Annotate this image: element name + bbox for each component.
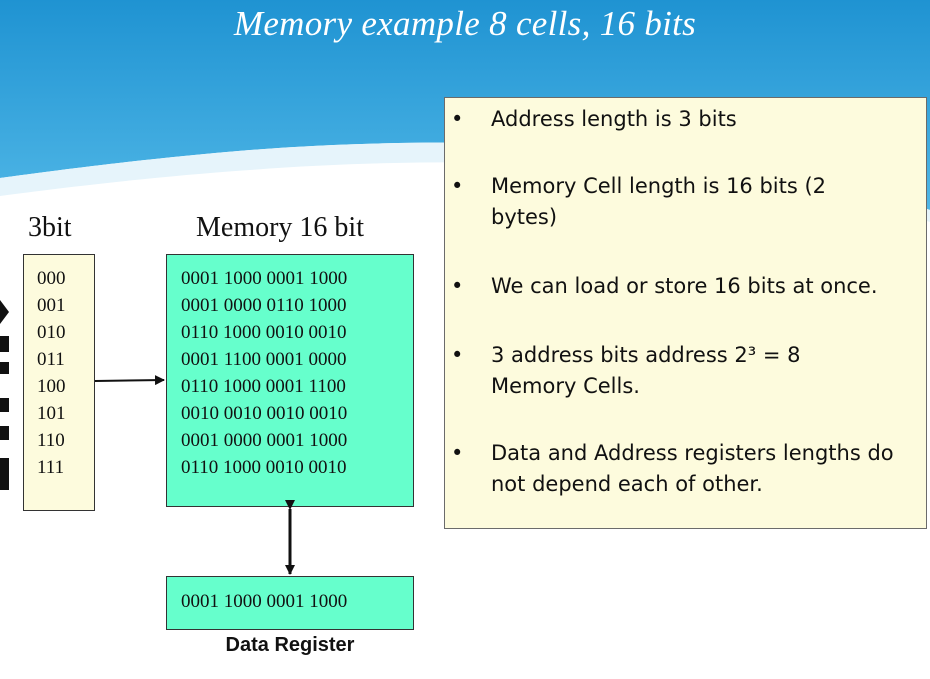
address-value: 100: [37, 376, 66, 397]
address-value: 110: [37, 430, 65, 451]
address-value: 111: [37, 457, 65, 478]
bullet-marker: •: [451, 107, 464, 131]
bullet-text: Data and Address registers lengths do no…: [491, 441, 894, 496]
address-value: 010: [37, 322, 66, 343]
bullet-marker: •: [451, 274, 464, 298]
bullet-marker: •: [451, 174, 464, 198]
address-value: 101: [37, 403, 66, 424]
bullet-text: 3 address bits address 2³ = 8 Memory Cel…: [491, 343, 801, 398]
data-register-box: 0001 1000 0001 1000: [166, 576, 414, 630]
bullet-text: We can load or store 16 bits at once.: [491, 274, 878, 298]
address-value: 001: [37, 295, 66, 316]
address-value: 011: [37, 349, 65, 370]
memory-cell: 0110 1000 0010 0010: [181, 322, 347, 343]
bullet-text: Address length is 3 bits: [491, 107, 737, 131]
memory-cells-box: 0001 1000 0001 1000 0001 0000 0110 1000 …: [166, 254, 414, 507]
cropped-left-glyph: [0, 300, 9, 490]
memory-header: Memory 16 bit: [196, 212, 364, 243]
bullet-marker: •: [451, 441, 464, 465]
data-register-value: 0001 1000 0001 1000: [181, 591, 348, 612]
address-register-box: 000 001 010 011 100 101 110 111: [23, 254, 95, 511]
memory-cell: 0001 1000 0001 1000: [181, 268, 348, 289]
memory-cell: 0001 1100 0001 0000: [181, 349, 347, 370]
address-value: 000: [37, 268, 66, 289]
bullet-marker: •: [451, 343, 464, 367]
memory-cell: 0010 0010 0010 0010: [181, 403, 348, 424]
memory-cell: 0001 0000 0110 1000: [181, 295, 347, 316]
slide-title: Memory example 8 cells, 16 bits: [233, 4, 697, 43]
bullet-list-panel: • Address length is 3 bits • Memory Cell…: [444, 97, 927, 529]
memory-cell: 0110 1000 0010 0010: [181, 457, 347, 478]
data-register-label: Data Register: [225, 634, 355, 656]
memory-cell: 0110 1000 0001 1100: [181, 376, 346, 397]
address-to-memory-arrow: [94, 375, 165, 386]
address-header: 3bit: [28, 212, 72, 243]
bullet-text: Memory Cell length is 16 bits (2 bytes): [491, 174, 827, 229]
memory-cell: 0001 0000 0001 1000: [181, 430, 348, 451]
